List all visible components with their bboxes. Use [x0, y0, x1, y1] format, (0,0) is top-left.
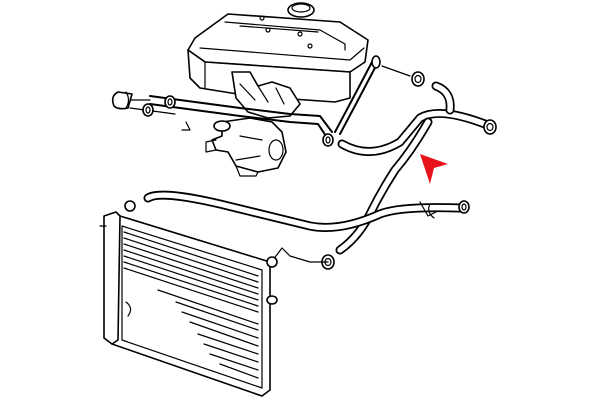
hose-clamp-left-2 [164, 95, 176, 109]
hose-end-left [111, 91, 133, 110]
hose-clamp-bypass [419, 200, 470, 219]
water-pump [205, 117, 287, 177]
hose-clamp-top [411, 71, 425, 87]
upper-hose [337, 81, 495, 157]
hose-clamp-mid [322, 133, 334, 147]
lower-hose [335, 117, 433, 255]
engine-outlet-pipe [334, 55, 411, 135]
pointer-arrow-icon [420, 154, 448, 184]
hose-clamp-right [483, 119, 497, 135]
radiator [99, 200, 278, 397]
expansion-tank-cap [287, 2, 315, 18]
clamp-guide-line [269, 247, 329, 265]
engine [187, 2, 369, 103]
exhaust-manifold [231, 71, 301, 119]
bypass-pipe [143, 190, 465, 232]
hose-clip [181, 121, 191, 131]
hose-clamp-left-1 [142, 103, 154, 117]
